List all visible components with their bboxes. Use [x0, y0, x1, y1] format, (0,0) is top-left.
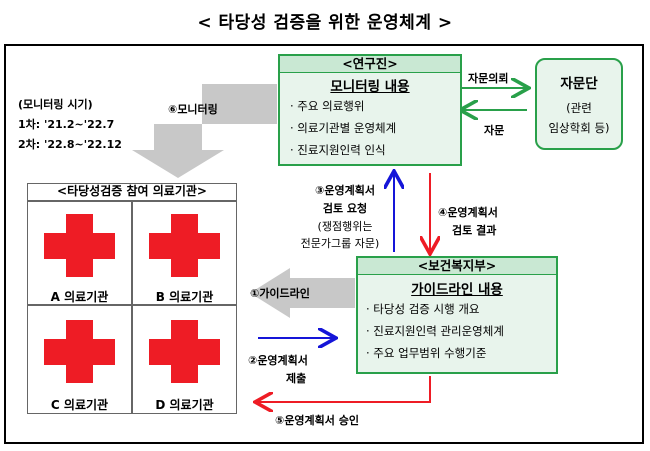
list-item: · 주요 의료행위: [290, 99, 365, 113]
research-team-box: <연구진> 모니터링 내용 · 주요 의료행위 · 의료기관별 운영체계 · 진…: [278, 54, 462, 166]
list-item: · 타당성 검증 시행 개요: [366, 302, 480, 316]
ministry-box: <보건복지부> 가이드라인 내용 · 타당성 검증 시행 개요 · 진료지원인력…: [356, 256, 558, 374]
ministry-header: <보건복지부>: [358, 258, 556, 275]
institutions-header: <타당성검증 참여 의료기관>: [27, 183, 237, 201]
list-item: · 진료지원인력 관리운영체계: [366, 324, 504, 338]
monitoring-period-title: (모니터링 시기): [18, 98, 93, 111]
step4-label-1: ④운영계획서: [438, 206, 498, 219]
monitoring-period-first: 1차: '21.2~'22.7: [18, 118, 115, 131]
step6-label: ⑥모니터링: [168, 103, 218, 116]
step4-label-2: 검토 결과: [452, 224, 497, 237]
advisory-box: 자문단 (관련 임상학회 등): [535, 58, 623, 150]
monitoring-period-second: 2차: '22.8~'22.12: [18, 138, 122, 151]
advice-label: 자문: [484, 124, 505, 137]
step2-label-2: 제출: [286, 372, 307, 385]
step5-label: ⑤운영계획서 승인: [275, 414, 359, 427]
institution-label: A 의료기관: [50, 290, 109, 304]
institution-label: B 의료기관: [155, 290, 214, 304]
step3-label-4: 전문가그룹 자문): [300, 237, 380, 250]
guideline-arrow: [250, 268, 355, 318]
list-item: · 의료기관별 운영체계: [290, 121, 397, 135]
institution-label: C 의료기관: [50, 398, 109, 412]
research-team-header: <연구진>: [280, 56, 460, 73]
approval-arrow: [257, 376, 431, 402]
step2-label-1: ②운영계획서: [248, 354, 308, 367]
step3-label-1: ③운영계획서: [315, 184, 375, 197]
diagram-frame: [4, 44, 644, 444]
institution-b: B 의료기관: [132, 201, 237, 305]
advisory-title: 자문단: [560, 76, 598, 92]
institution-d: D 의료기관: [132, 305, 237, 414]
page-title: < 타당성 검증을 위한 운영체계 >: [197, 13, 453, 33]
institution-label: D 의료기관: [155, 398, 214, 412]
ministry-items: · 타당성 검증 시행 개요 · 진료지원인력 관리운영체계 · 주요 업무범위…: [358, 298, 556, 364]
research-team-subtitle: 모니터링 내용: [330, 79, 410, 95]
step3-label-3: (쟁점행위는: [317, 220, 373, 233]
research-team-items: · 주요 의료행위 · 의료기관별 운영체계 · 진료지원인력 인식: [280, 95, 460, 161]
list-item: · 주요 업무범위 수행기준: [366, 346, 487, 360]
monitoring-arrow: [132, 84, 277, 178]
institution-a: A 의료기관: [27, 201, 132, 305]
step1-label: ①가이드라인: [250, 287, 310, 300]
institution-c: C 의료기관: [27, 305, 132, 414]
advisory-detail-1: (관련: [566, 101, 592, 115]
advice-request-label: 자문의뢰: [468, 72, 509, 85]
step3-label-2: 검토 요청: [322, 202, 368, 215]
ministry-subtitle: 가이드라인 내용: [411, 282, 503, 298]
list-item: · 진료지원인력 인식: [290, 143, 386, 157]
advisory-detail-2: 임상학회 등): [548, 121, 610, 135]
